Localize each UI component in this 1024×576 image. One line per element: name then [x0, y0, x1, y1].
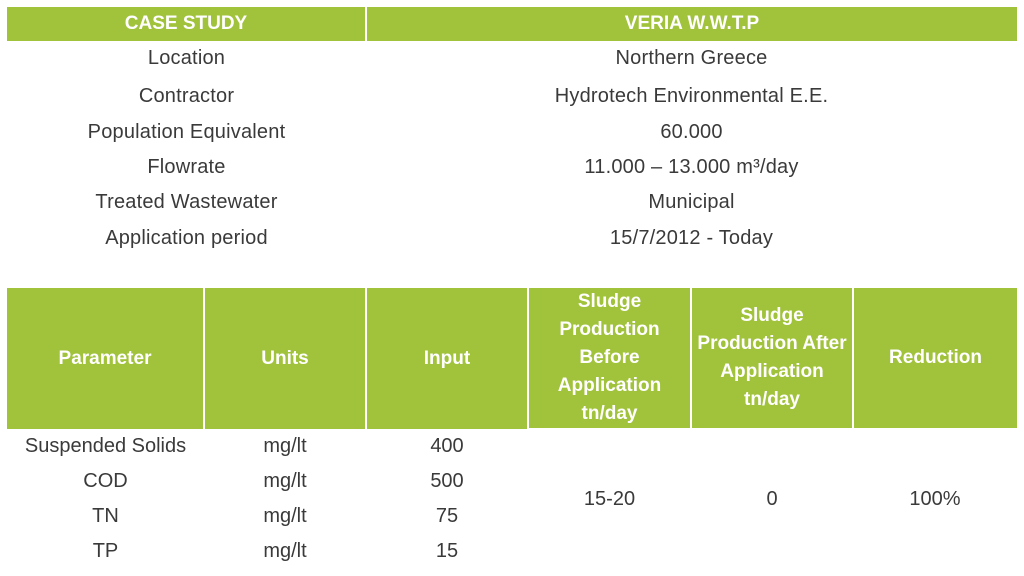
table-row: TP mg/lt 15 [7, 534, 1017, 569]
units-cell: mg/lt [263, 505, 307, 527]
parameter-cell: Suspended Solids [24, 435, 187, 457]
plant-name-header: VERIA W.W.T.P [365, 7, 1017, 41]
sludge-before-value: 15-20 [528, 428, 691, 569]
case-value: 60.000 [660, 120, 723, 143]
case-row-period: Application period 15/7/2012 - Today [7, 220, 1017, 255]
case-study-header: CASE STUDY [7, 7, 366, 41]
case-value: Municipal [648, 191, 735, 214]
sludge-after-value: 0 [691, 428, 853, 569]
input-cell: 500 [430, 470, 464, 492]
case-study-table: CASE STUDY VERIA W.W.T.P Location Northe… [7, 7, 1017, 256]
table-row: COD mg/lt 500 [7, 464, 1017, 499]
units-header: Units [203, 288, 366, 429]
case-row-flowrate: Flowrate 11.000 – 13.000 m³/day [7, 150, 1017, 185]
reduction-header: Reduction [852, 288, 1017, 429]
case-row-contractor: Contractor Hydrotech Environmental E.E. [7, 76, 1017, 114]
sludge-before-header: Sludge Production Before Application tn/… [527, 288, 691, 429]
units-cell: mg/lt [263, 435, 307, 457]
case-label: Application period [105, 226, 268, 249]
case-value: 15/7/2012 - Today [609, 226, 774, 249]
units-cell: mg/lt [263, 470, 307, 492]
case-row-location: Location Northern Greece [7, 41, 1017, 76]
reduction-value: 100% [853, 428, 1017, 569]
parameter-cell: TN [92, 505, 119, 527]
case-study-header-row: CASE STUDY VERIA W.W.T.P [7, 7, 1017, 41]
case-label: Flowrate [147, 156, 226, 179]
case-label: Location [147, 47, 226, 70]
input-header: Input [365, 288, 528, 429]
parameter-table: Parameter Units Input Sludge Production … [7, 288, 1017, 569]
parameter-cell: TP [92, 540, 119, 562]
input-cell: 400 [430, 435, 464, 457]
case-value: Hydrotech Environmental E.E. [554, 85, 829, 108]
case-row-wastewater: Treated Wastewater Municipal [7, 185, 1017, 220]
case-label: Contractor [138, 85, 235, 108]
case-label: Population Equivalent [87, 120, 286, 143]
case-label: Treated Wastewater [95, 191, 278, 214]
parameter-cell: COD [83, 470, 128, 492]
sludge-after-header: Sludge Production After Application tn/d… [690, 288, 853, 429]
case-value: 11.000 – 13.000 m³/day [584, 156, 799, 179]
parameter-header: Parameter [7, 288, 204, 429]
case-value: Northern Greece [615, 47, 768, 70]
parameter-header-row: Parameter Units Input Sludge Production … [7, 288, 1017, 429]
case-row-population: Population Equivalent 60.000 [7, 115, 1017, 150]
input-cell: 15 [435, 540, 459, 562]
input-cell: 75 [435, 505, 459, 527]
table-row: Suspended Solids mg/lt 400 15-20 0 100% [7, 428, 1017, 569]
table-row: TN mg/lt 75 [7, 499, 1017, 534]
units-cell: mg/lt [263, 540, 307, 562]
